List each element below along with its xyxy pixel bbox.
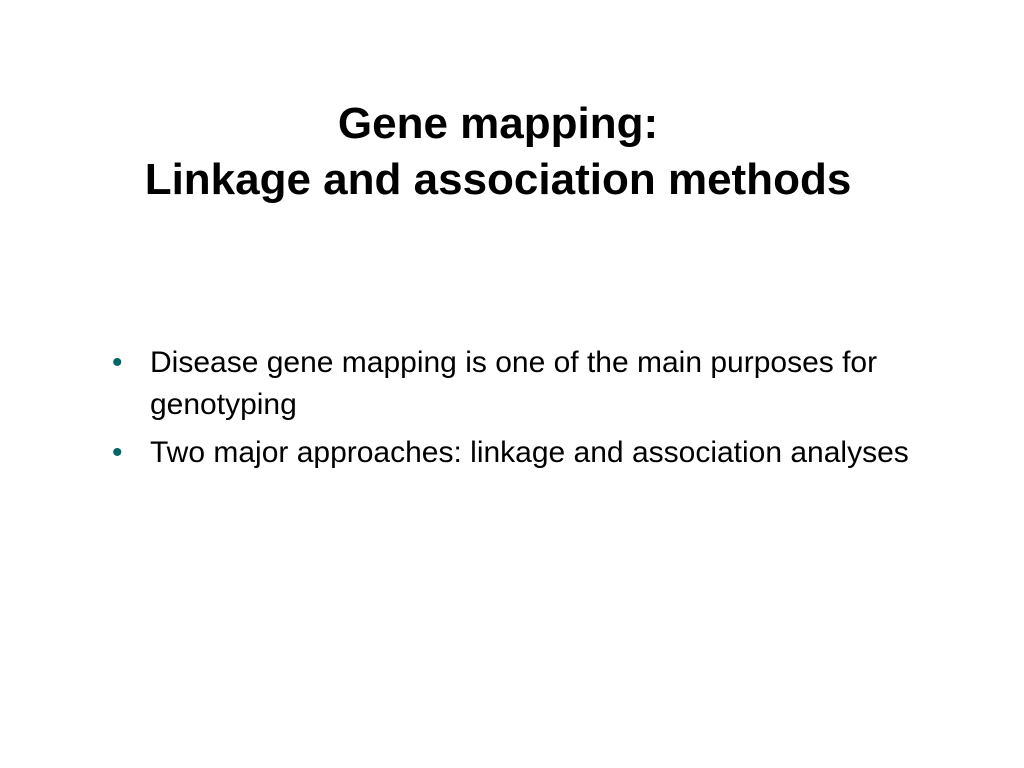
bullet-text-2: Two major approaches: linkage and associ… [150,436,909,469]
bullet-item-1: • Disease gene mapping is one of the mai… [112,342,910,426]
bullet-list: • Disease gene mapping is one of the mai… [112,342,910,480]
title-line-2: Linkage and association methods [144,155,852,204]
slide-title: Gene mapping: Linkage and association me… [0,96,996,208]
bullet-item-2: • Two major approaches: linkage and asso… [112,432,910,474]
bullet-dot-icon: • [112,346,123,379]
title-line-1: Gene mapping: [337,99,659,148]
bullet-dot-icon: • [112,436,123,469]
bullet-text-1: Disease gene mapping is one of the main … [150,346,878,421]
